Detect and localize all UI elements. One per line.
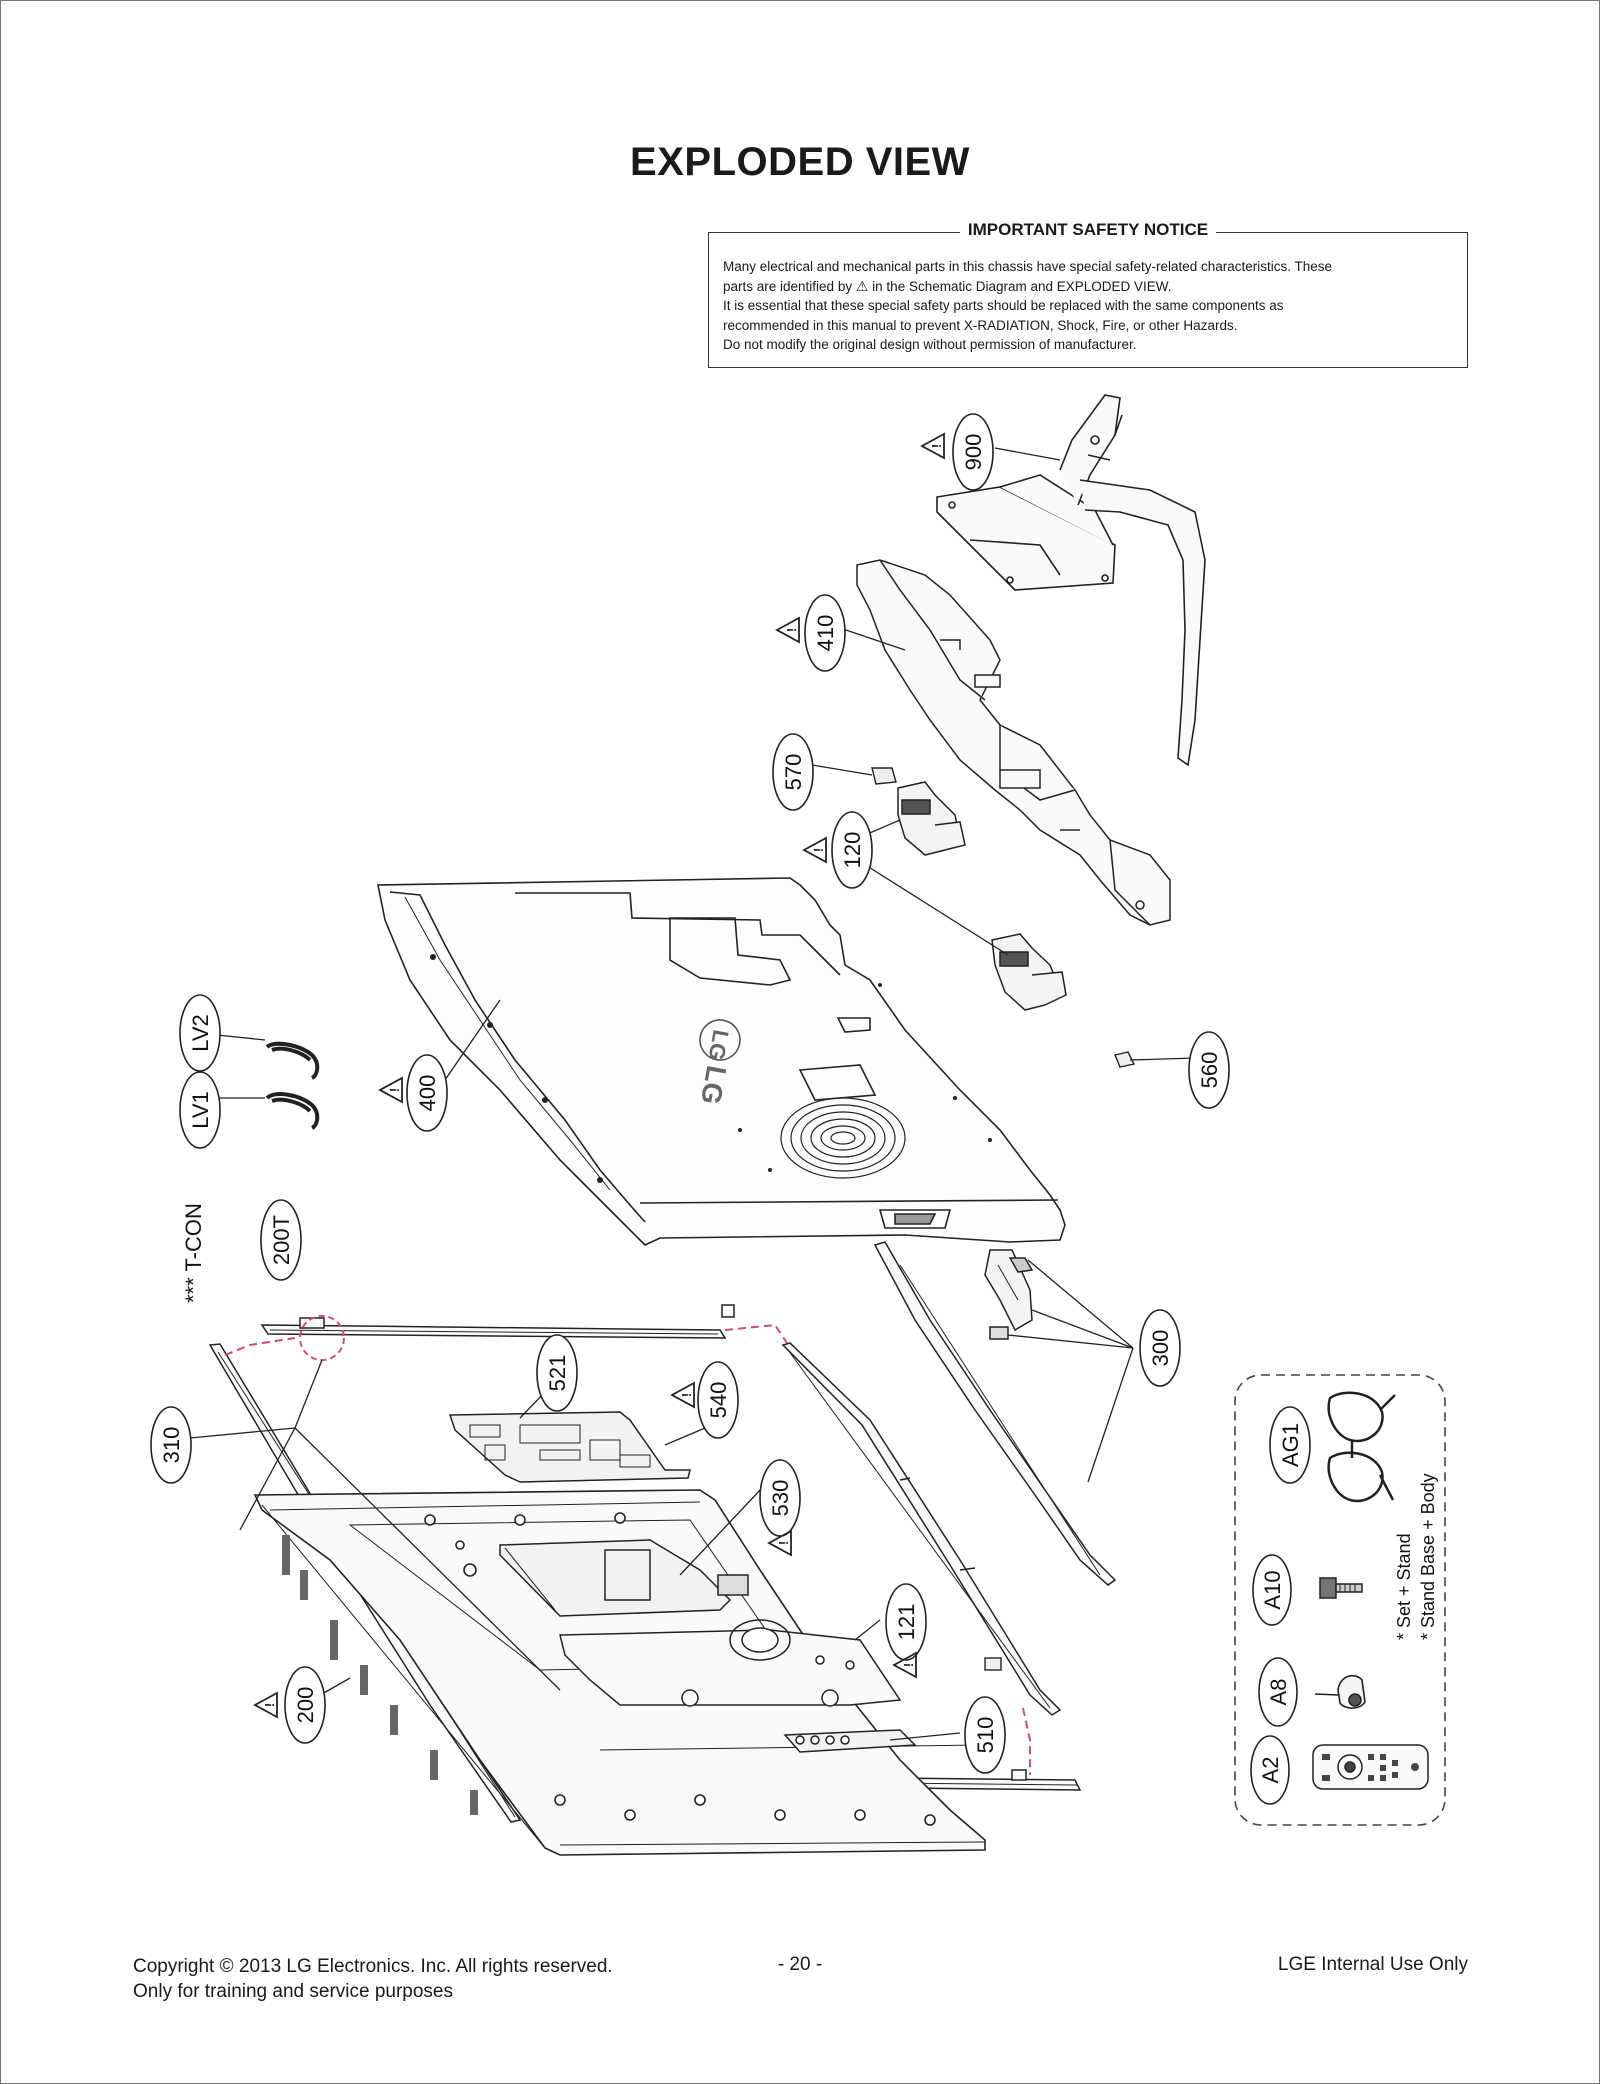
callout-570-label: 570 [781,754,806,791]
callout-121-label: 121 [894,1604,919,1641]
callout-lv1-label: LV1 [188,1091,213,1129]
notice-line-1: Many electrical and mechanical parts in … [723,259,1333,274]
part-570-board [871,767,897,785]
callout-200: 200 [284,1666,326,1744]
page-title: EXPLODED VIEW [630,140,970,184]
side-frame-right [781,1342,1062,1716]
back-cover-bar [856,559,1171,926]
power-board-530 [499,1539,749,1617]
callout-lv2-label: LV2 [188,1014,213,1052]
callout-310-label: 310 [159,1427,184,1464]
callout-200-label: 200 [293,1687,318,1724]
part-callouts: 900 410 570 120 560 400 LV2 LV1 200T 300 [150,413,1230,1774]
part-510 [783,1729,917,1753]
plate-121 [559,1619,902,1707]
callout-540: 540 [697,1361,739,1439]
callout-a2-label: A2 [1258,1757,1283,1784]
callout-121: 121 [885,1583,927,1661]
callout-a8: A8 [1258,1657,1298,1727]
tcon-label: *** T-CON [181,1203,206,1303]
callout-300-label: 300 [1148,1330,1173,1367]
callout-lv1: LV1 [179,1071,221,1149]
callout-200t: 200T [260,1199,302,1281]
accessories-box: AG1 A10 * Set + Stand * Stand Base + Bod… [1234,1374,1446,1826]
accessory-note-1: * Set + Stand [1394,1533,1414,1640]
page-number: - 20 - [777,1954,823,1975]
warning-triangle-icon [379,1077,403,1103]
side-frame-300 [873,1241,1117,1586]
screw-icon [1319,1577,1363,1599]
callout-560-label: 560 [1197,1052,1222,1089]
safety-notice-box: IMPORTANT SAFETY NOTICE Many electrical … [708,220,1468,368]
callout-530: 530 [759,1459,801,1537]
callout-a10-label: A10 [1260,1570,1285,1609]
top-frame-bar [260,1304,735,1339]
speaker-grille [780,1097,906,1179]
callout-a8-label: A8 [1266,1679,1291,1706]
safety-notice-title-wrap: IMPORTANT SAFETY NOTICE [709,220,1467,240]
callout-300: 300 [1139,1309,1181,1387]
accessory-note-2: * Stand Base + Body [1418,1473,1438,1640]
warning-triangle-icon [921,433,945,459]
callout-a2: A2 [1250,1735,1290,1805]
notice-line-3: It is essential that these special safet… [723,298,1284,313]
part-560 [1114,1051,1136,1068]
safety-notice-body: Many electrical and mechanical parts in … [723,257,1453,355]
warning-triangle-icon: ⚠ [855,277,869,294]
footer-copyright: Copyright © 2013 LG Electronics. Inc. Al… [133,1956,613,1977]
lg-logo: LG LG [695,1019,741,1107]
lg-logo-text: LG [704,1028,734,1062]
callout-ag1-label: AG1 [1278,1423,1303,1467]
callout-510-label: 510 [973,1717,998,1754]
remote-control-icon [1312,1744,1429,1790]
warning-triangle-icon [254,1692,278,1718]
callout-540-label: 540 [706,1382,731,1419]
callout-120: 120 [831,811,873,889]
notice-line-2a: parts are identified by [723,278,853,294]
cable-lv1 [265,1092,320,1130]
callout-400-label: 400 [415,1075,440,1112]
notice-line-5: Do not modify the original design withou… [723,337,1137,352]
notice-line-2: parts are identified by ⚠ in the Schemat… [723,277,1453,297]
callout-510: 510 [964,1696,1006,1774]
callout-560: 560 [1188,1031,1230,1109]
callout-521: 521 [536,1334,578,1412]
callout-410-label: 410 [813,615,838,652]
cable-lv2 [265,1041,320,1080]
svg-text:LG: LG [695,1063,732,1107]
callout-ag1: AG1 [1269,1406,1311,1484]
speaker-upper [897,781,966,856]
main-board-521 [448,1411,691,1483]
footer-left: Copyright © 2013 LG Electronics. Inc. Al… [133,1954,613,2004]
footer-training: Only for training and service purposes [133,1981,453,2002]
notice-line-2b: in the Schematic Diagram and EXPLODED VI… [872,278,1172,294]
callout-400: 400 [406,1054,448,1132]
callout-a10: A10 [1252,1554,1292,1626]
back-cover: LG LG [377,877,1066,1246]
callout-900-label: 900 [961,434,986,471]
notice-line-4: recommended in this manual to prevent X-… [723,317,1238,333]
callout-521-label: 521 [545,1355,570,1392]
speaker-lower [991,933,1067,1011]
callout-530-label: 530 [768,1480,793,1517]
stand-assembly [936,394,1206,767]
callout-570: 570 [772,733,814,811]
safety-notice-title: IMPORTANT SAFETY NOTICE [959,220,1217,239]
warning-triangle-icon [776,617,800,643]
ferrite-core-icon [1314,1674,1366,1709]
callout-120-label: 120 [840,832,865,869]
warning-triangle-icon [803,837,827,863]
callout-lv2: LV2 [179,994,221,1072]
3d-glasses-icon [1327,1391,1396,1503]
callout-410: 410 [804,594,846,672]
callout-310: 310 [150,1406,192,1484]
warning-triangle-icon [671,1382,695,1408]
callout-200t-label: 200T [269,1215,294,1265]
footer-right: LGE Internal Use Only [1277,1954,1468,1975]
callout-900: 900 [952,413,994,491]
small-bracket [984,1657,1002,1671]
